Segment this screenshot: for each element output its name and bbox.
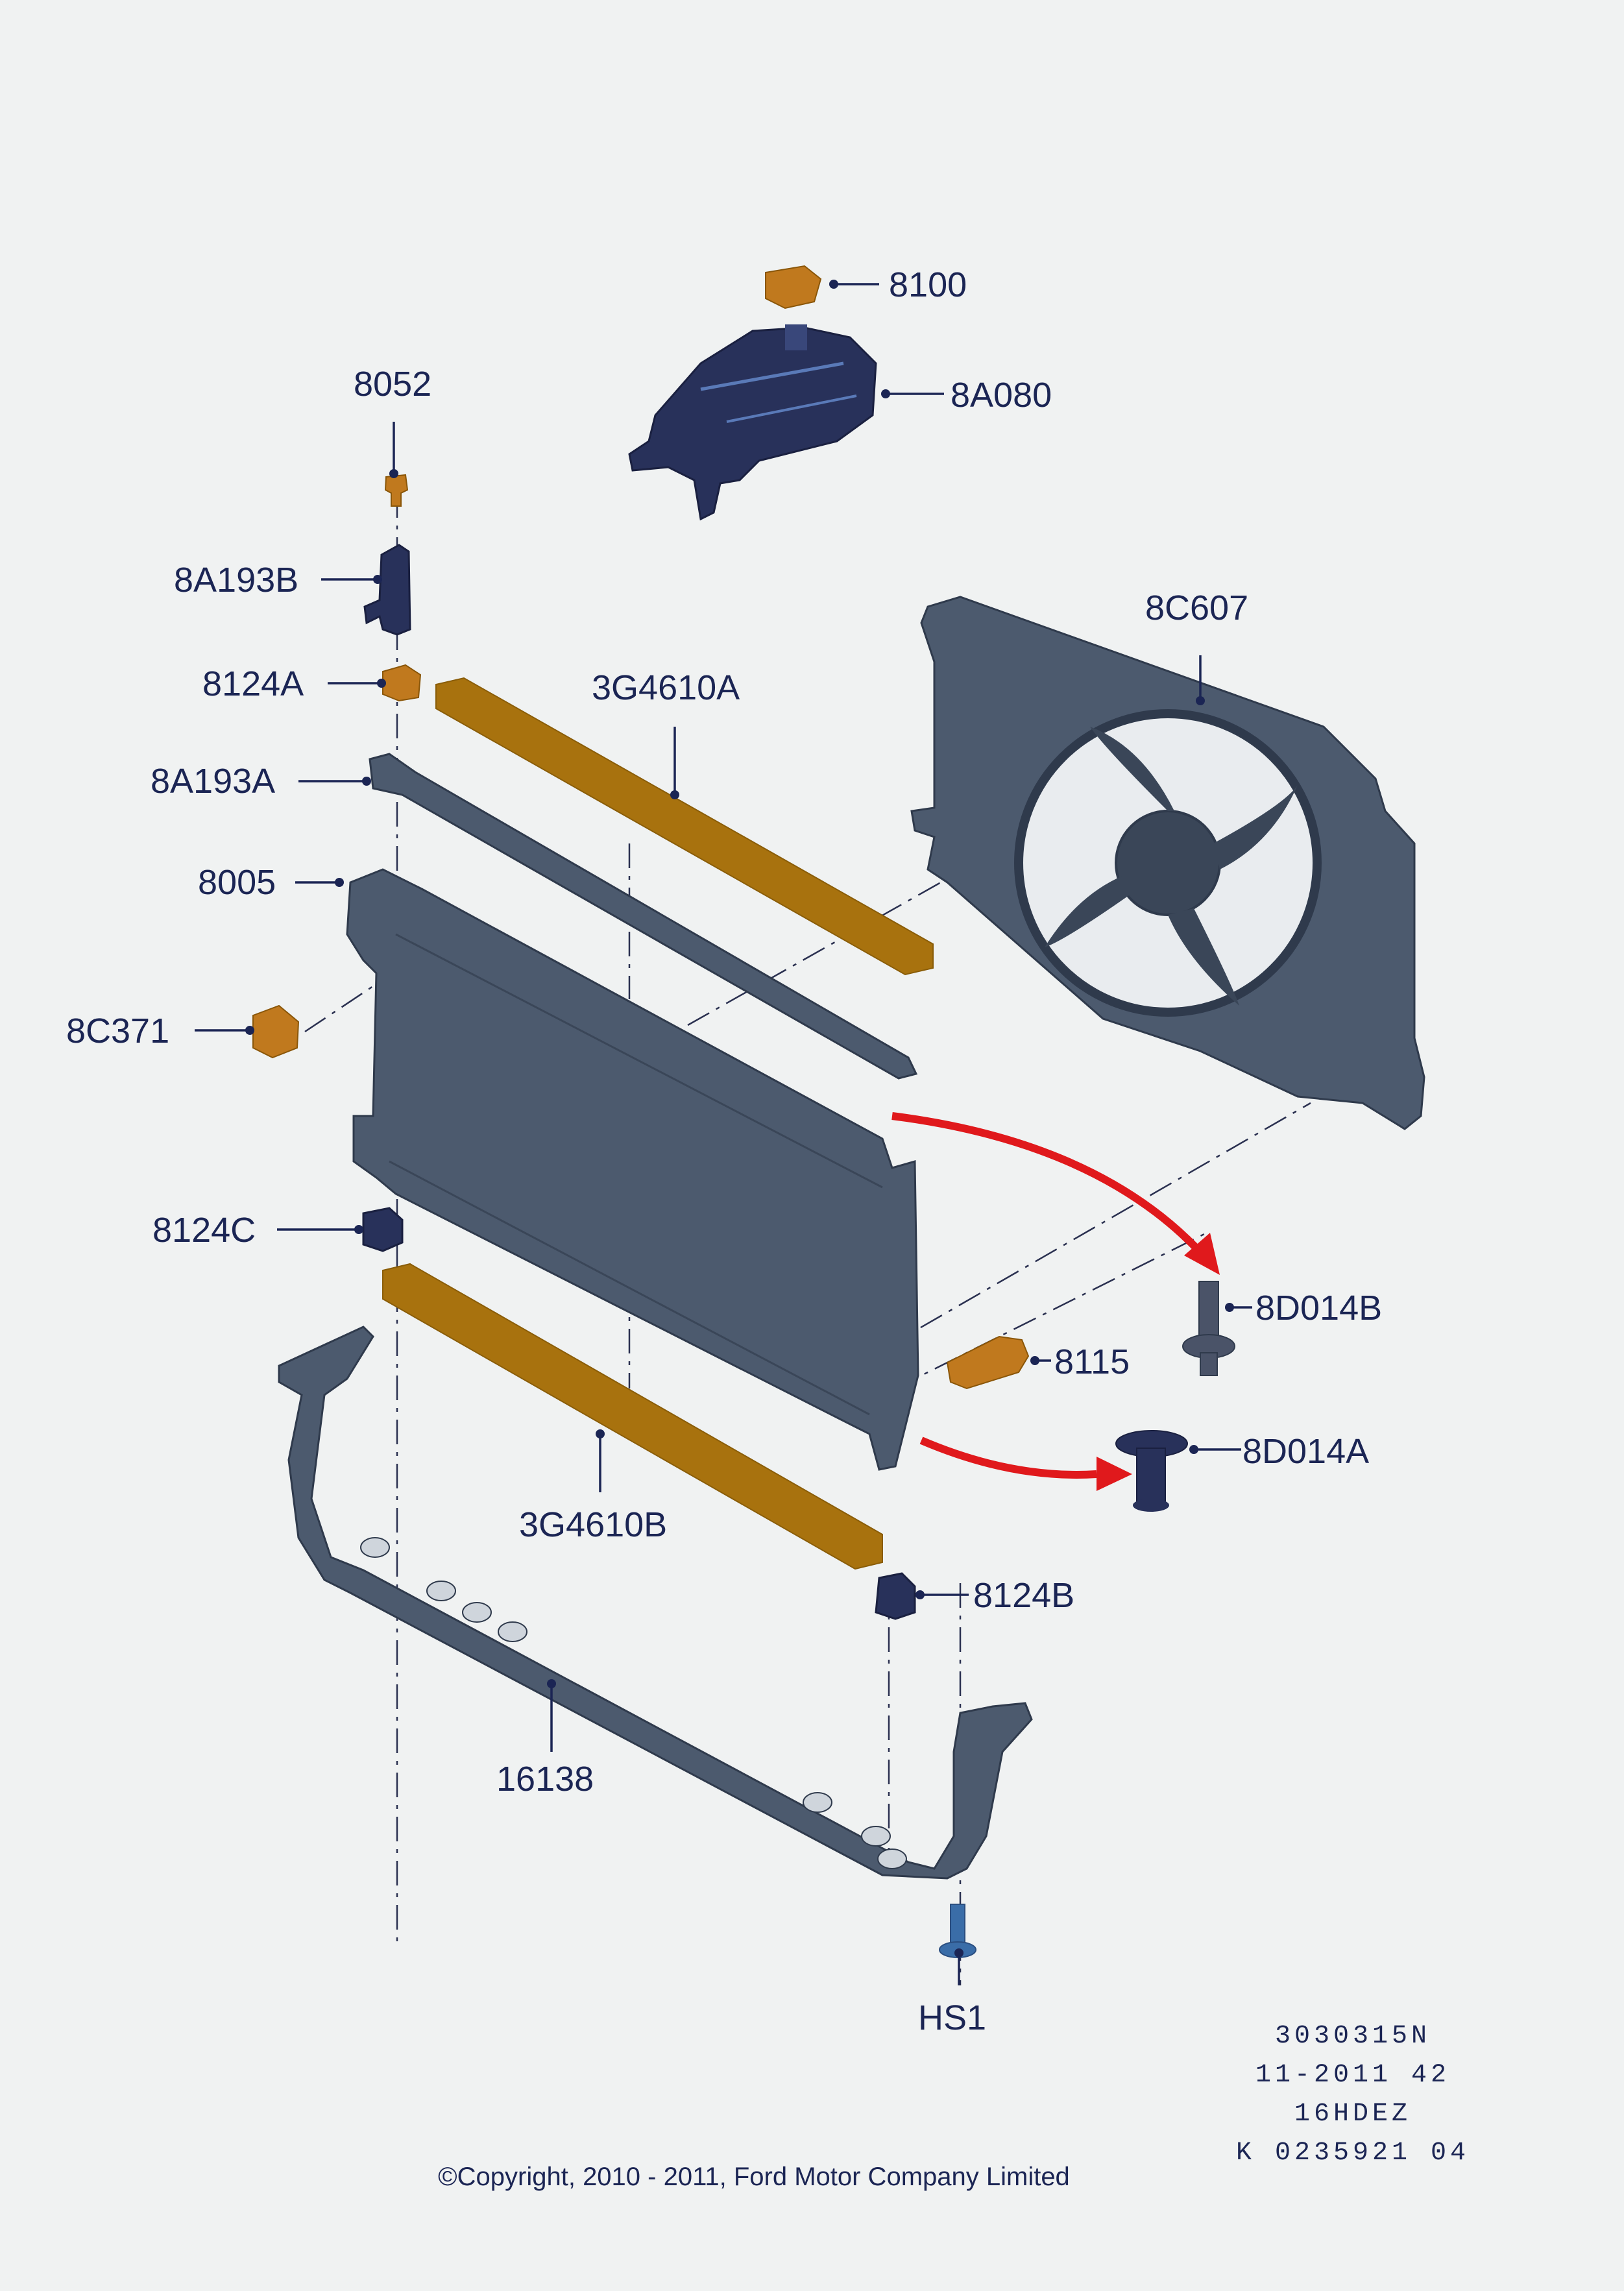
callout-3G4610A: 3G4610A xyxy=(592,668,740,707)
callout-8052: 8052 xyxy=(354,365,431,404)
mounting-pin-upper-part xyxy=(1182,1281,1235,1376)
mounting-pin-lower-part xyxy=(1115,1430,1188,1512)
callout-8A193A: 8A193A xyxy=(151,762,275,801)
callout-leaders xyxy=(195,280,1252,1985)
temperature-sensor-part xyxy=(946,1335,1030,1390)
info-line-2: 11-2011 42 xyxy=(1255,2061,1450,2090)
lower-air-deflector-part xyxy=(382,1263,883,1570)
radiator-part xyxy=(346,868,919,1471)
insulator-lower-right-part xyxy=(875,1572,916,1620)
insulator-lower-left-part xyxy=(362,1207,404,1252)
callout-8D014B: 8D014B xyxy=(1255,1289,1382,1327)
expansion-tank-part xyxy=(628,324,877,521)
callout-labels: 8100 8A080 8052 8A193B 8C607 8124A 3G461… xyxy=(66,265,1382,2037)
callout-8124B: 8124B xyxy=(973,1576,1074,1615)
callout-8124A: 8124A xyxy=(202,664,304,703)
callout-3G4610B: 3G4610B xyxy=(519,1505,667,1544)
callout-8115: 8115 xyxy=(1054,1342,1130,1381)
upper-support-bracket-part xyxy=(369,753,918,1080)
red-direction-arrows xyxy=(891,1112,1220,1491)
insulator-upper-part xyxy=(382,664,422,702)
info-line-1: 3030315N xyxy=(1275,2022,1431,2051)
callout-8124C: 8124C xyxy=(152,1211,256,1250)
drawing-info-block: 3030315N 11-2011 42 16HDEZ K 0235921 04 xyxy=(1236,2022,1470,2168)
callout-8C607: 8C607 xyxy=(1145,588,1248,627)
info-line-4: K 0235921 04 xyxy=(1236,2139,1470,2168)
callout-8C371: 8C371 xyxy=(66,1012,169,1050)
bleed-screw-part xyxy=(384,474,409,507)
tank-cap-part xyxy=(765,265,822,309)
cooling-fan-assembly-part xyxy=(910,596,1425,1130)
callout-HS1: HS1 xyxy=(918,1998,986,2037)
callout-8D014A: 8D014A xyxy=(1242,1432,1369,1471)
callout-8A080: 8A080 xyxy=(951,376,1052,415)
callout-8100: 8100 xyxy=(889,265,967,304)
radiator-cap-part xyxy=(252,1004,300,1059)
lower-support-frame-part xyxy=(278,1326,1033,1880)
callout-8005: 8005 xyxy=(198,863,276,902)
copyright-notice: ©Copyright, 2010 - 2011, Ford Motor Comp… xyxy=(438,2163,1070,2191)
callout-8A193B: 8A193B xyxy=(174,561,298,600)
callout-16138: 16138 xyxy=(496,1760,594,1799)
upper-air-deflector-part xyxy=(435,677,934,976)
info-line-3: 16HDEZ xyxy=(1294,2100,1411,2129)
upper-bracket-right-part xyxy=(363,544,411,636)
